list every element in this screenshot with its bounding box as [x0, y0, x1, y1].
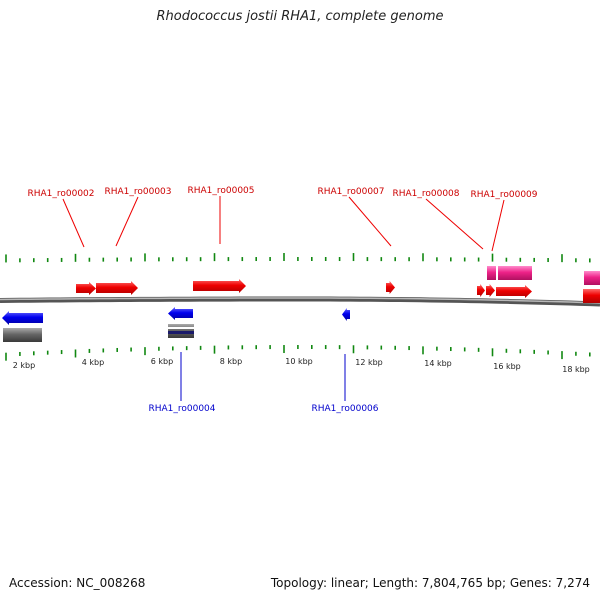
forward-gene[interactable] [96, 281, 138, 295]
gene-label[interactable]: RHA1_ro00006 [311, 404, 378, 414]
reverse-gene[interactable] [2, 311, 43, 325]
topology-text: Topology: linear; Length: 7,804,765 bp; … [270, 576, 590, 590]
forward-gene[interactable] [76, 282, 96, 295]
axis-tick-label: 10 kbp [285, 357, 313, 366]
gene-label[interactable]: RHA1_ro00005 [187, 186, 254, 196]
gene-label-leader [425, 198, 484, 250]
gene-label-leader [115, 196, 139, 247]
rna-feature[interactable] [487, 266, 532, 280]
pseudo-feature-stripe [168, 331, 194, 334]
gene-label-leader [348, 196, 392, 247]
forward-gene[interactable] [477, 284, 485, 297]
rna-feature-notch [496, 266, 498, 280]
forward-gene[interactable] [496, 285, 532, 298]
reverse-gene[interactable] [168, 307, 193, 320]
gene-label[interactable]: RHA1_ro00008 [392, 189, 459, 199]
map-title: Rhodococcus jostii RHA1, complete genome [156, 9, 444, 24]
gene-label[interactable]: RHA1_ro00009 [470, 190, 537, 200]
forward-gene[interactable] [583, 289, 600, 303]
gene-label[interactable]: RHA1_ro00002 [27, 189, 94, 199]
axis-tick-label: 6 kbp [151, 357, 173, 366]
gene-label[interactable]: RHA1_ro00007 [317, 187, 384, 197]
reverse-gene[interactable] [342, 308, 350, 321]
axis-tick-label: 18 kbp [562, 365, 590, 374]
genome-backbone [0, 296, 600, 307]
gene-label-leader [491, 199, 505, 252]
axis-tick-label: 12 kbp [355, 358, 383, 367]
axis-tick-label: 4 kbp [82, 358, 104, 367]
axis-tick-label: 16 kbp [493, 362, 521, 371]
forward-gene[interactable] [193, 279, 246, 293]
rna-feature[interactable] [584, 271, 600, 285]
accession-text: Accession: NC_008268 [9, 576, 146, 590]
genome-backbone-highlight [0, 297, 600, 304]
forward-gene[interactable] [486, 284, 495, 297]
axis-tick-label: 8 kbp [220, 357, 242, 366]
axis-tick-label: 14 kbp [424, 359, 452, 368]
pseudo-feature-stripe [168, 327, 194, 329]
gene-label[interactable]: RHA1_ro00004 [148, 404, 215, 414]
gene-label[interactable]: RHA1_ro00003 [104, 187, 171, 197]
forward-gene[interactable] [386, 281, 395, 294]
pseudo-feature[interactable] [3, 328, 42, 342]
gene-label-leader [62, 198, 85, 248]
axis-tick-label: 2 kbp [13, 361, 35, 370]
